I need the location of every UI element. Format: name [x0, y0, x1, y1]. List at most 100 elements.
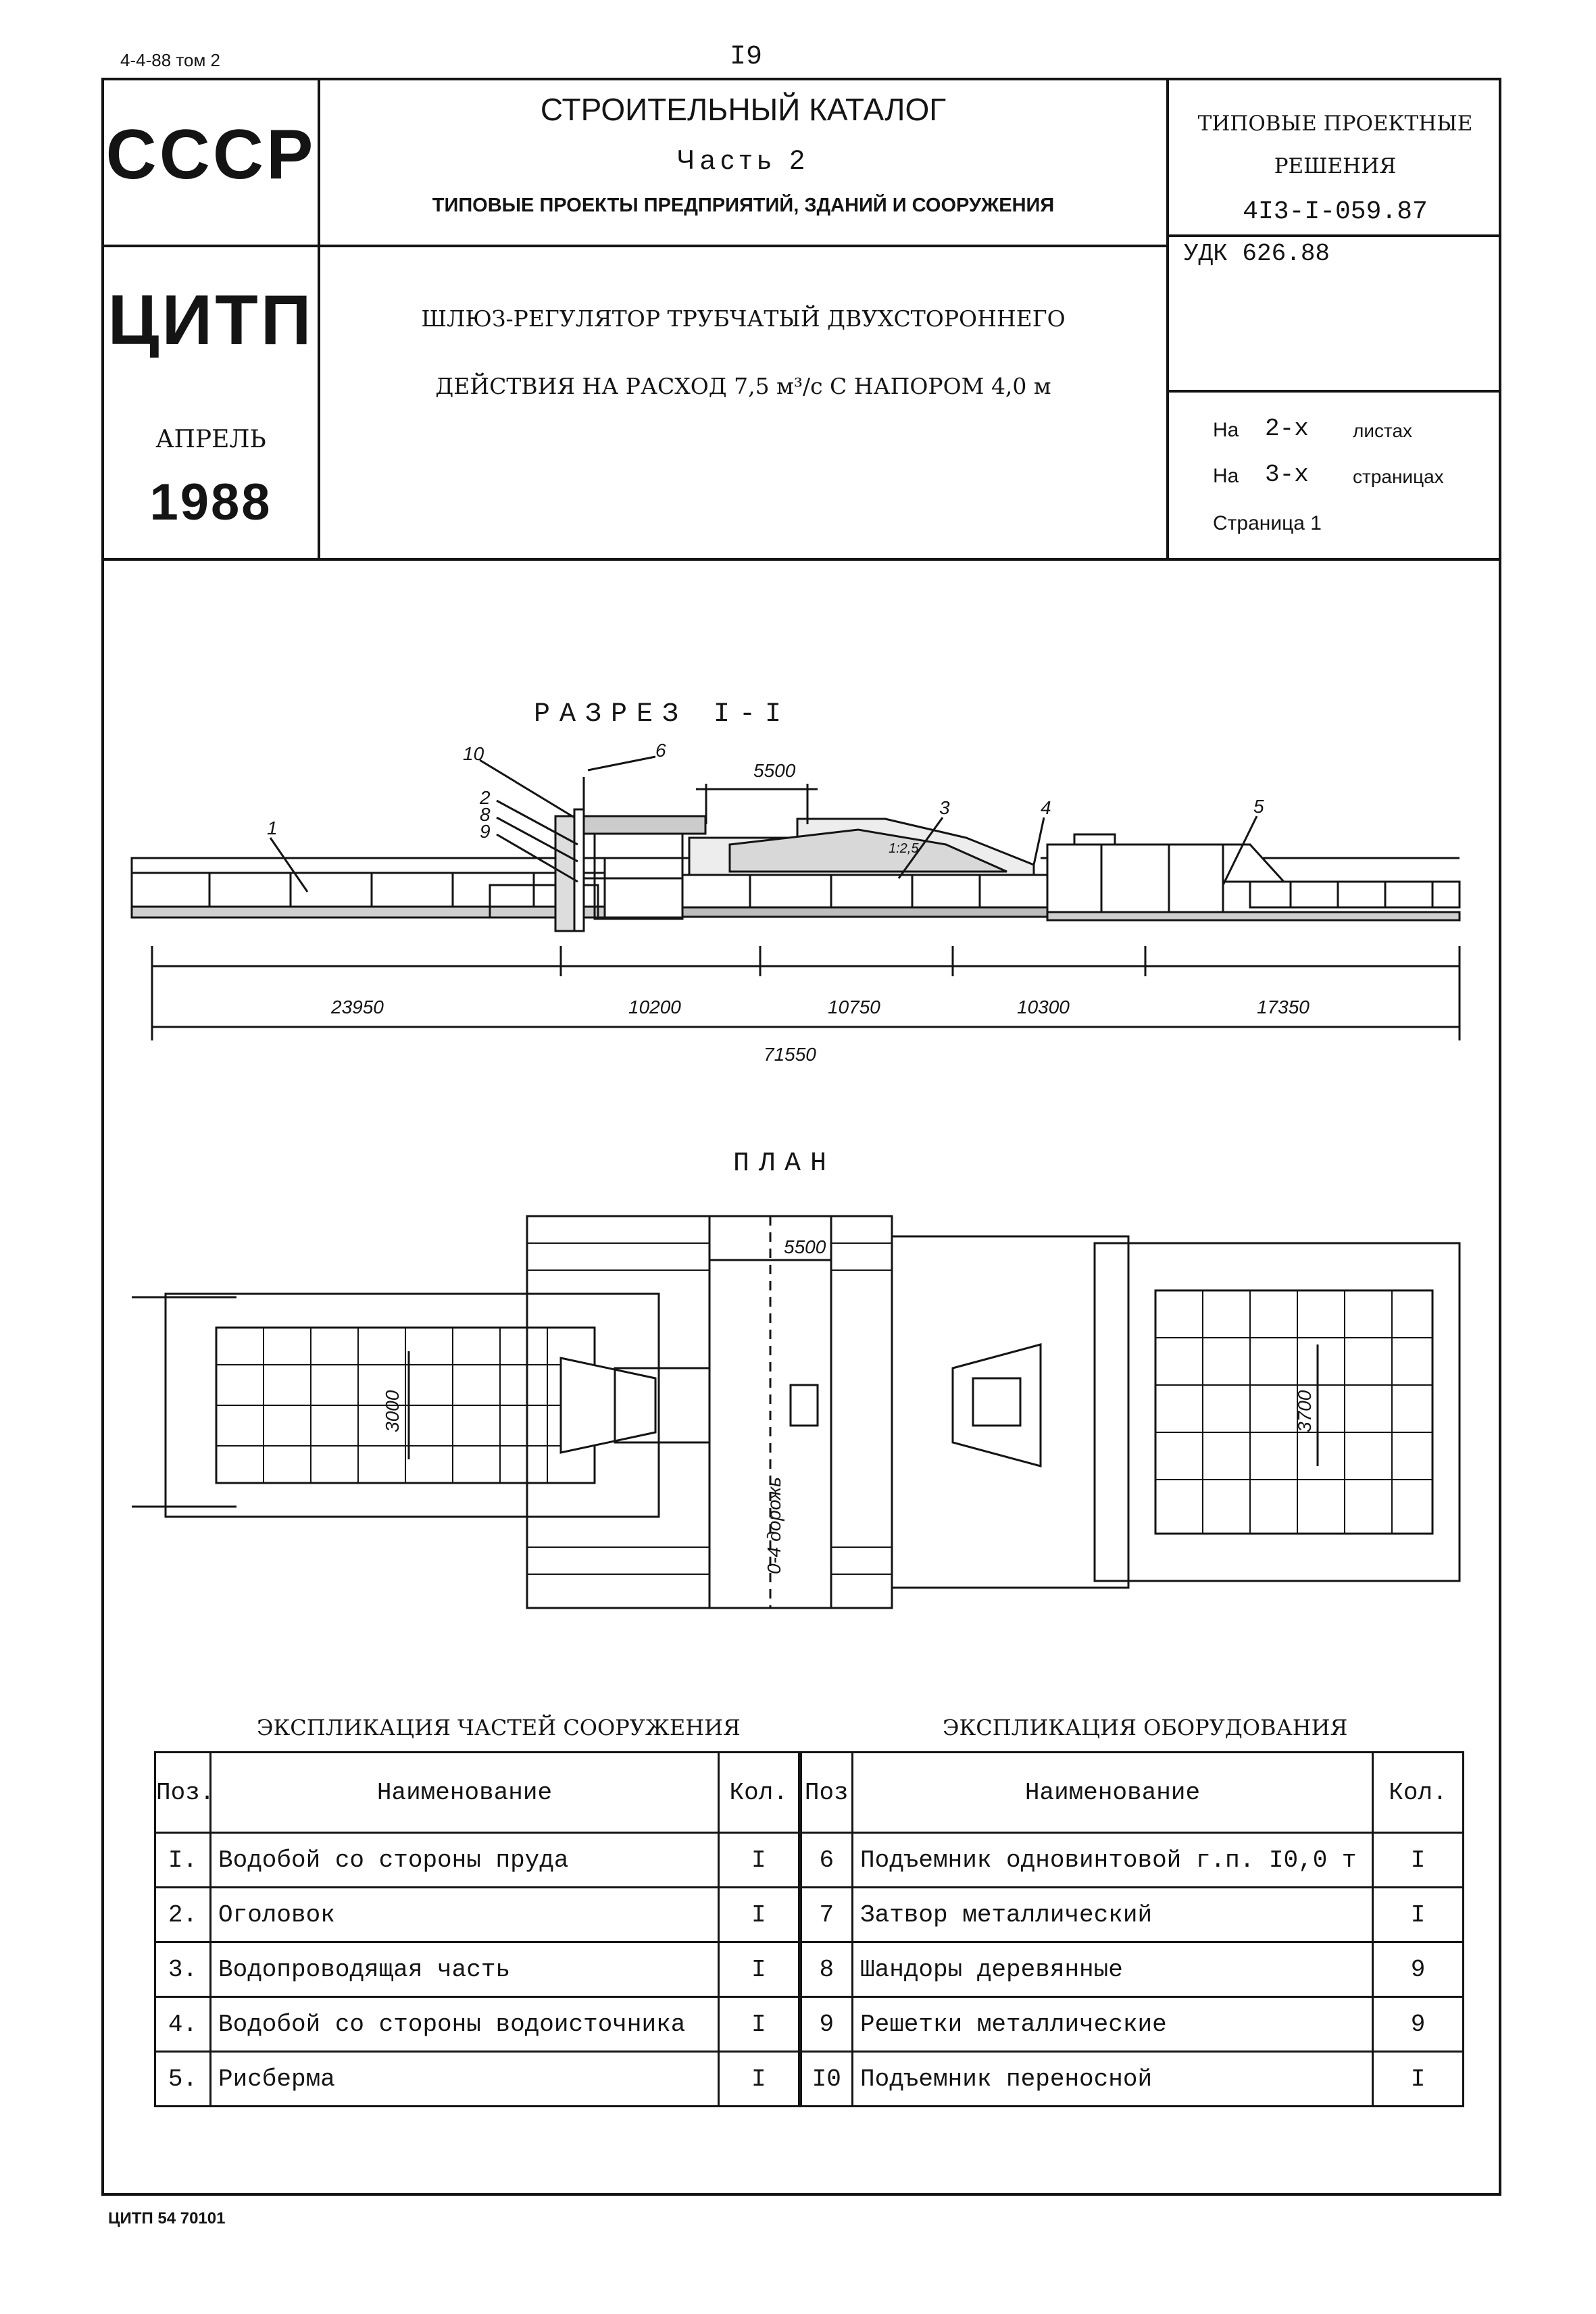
header-pos2: Поз — [797, 1751, 853, 1834]
pages-prefix: На — [1213, 465, 1239, 487]
slope-label: 1:2,5 — [889, 841, 919, 856]
callout-10: 10 — [463, 743, 484, 764]
outlet-gate — [972, 1377, 1022, 1427]
row-name2: Подъемник одновинтовой г.п. I0,0 т — [851, 1832, 1374, 1888]
row-pos2: 8 — [797, 1941, 853, 1998]
section-title: РАЗРЕЗ I-I — [534, 699, 791, 730]
row-pos2: 9 — [797, 1996, 853, 2053]
row-qty2: I — [1372, 1886, 1464, 1943]
plan-top-dim: 5500 — [784, 1236, 826, 1257]
row-pos: 2. — [154, 1886, 211, 1943]
row-qty2: 9 — [1372, 1941, 1464, 1998]
row-name: Водобой со стороны пруда — [209, 1832, 720, 1888]
country-label: СССР — [105, 116, 316, 194]
callout-4: 4 — [1041, 797, 1051, 818]
callout-2: 2 — [479, 787, 491, 808]
org-label: ЦИТП — [107, 281, 314, 359]
dim-total: 71550 — [764, 1044, 816, 1065]
table-row: 4. Водобой со стороны водоисточника I 9 … — [154, 1996, 1464, 2053]
catalog-title: СТРОИТЕЛЬНЫЙ КАТАЛОГ — [540, 92, 947, 127]
udk-code: УДК 626.88 — [1184, 240, 1330, 268]
table-row: 5. Рисберма I I0 Подъемник переносной I — [154, 2051, 1464, 2107]
year-label: 1988 — [149, 474, 272, 531]
table-row: I. Водобой со стороны пруда I 6 Подъемни… — [154, 1832, 1464, 1888]
row-pos: 5. — [154, 2051, 211, 2107]
row-name2: Шандоры деревянные — [851, 1941, 1374, 1998]
row-qty: I — [718, 1886, 801, 1943]
catalog-subtitle: ТИПОВЫЕ ПРОЕКТЫ ПРЕДПРИЯТИЙ, ЗДАНИЙ И СО… — [432, 195, 1055, 216]
header-divider — [1169, 390, 1501, 393]
sheets-word: листах — [1353, 420, 1413, 441]
month-label: АПРЕЛЬ — [155, 426, 266, 453]
typical-solutions-line1: ТИПОВЫЕ ПРОЕКТНЫЕ — [1197, 111, 1473, 136]
callout-6: 6 — [655, 743, 666, 761]
stilling-basin-right — [1046, 843, 1224, 913]
header-divider — [1166, 78, 1169, 561]
dim-10200: 10200 — [628, 997, 681, 1017]
page-number: I9 — [730, 42, 763, 72]
row-qty2: I — [1372, 2051, 1464, 2107]
callout-9: 9 — [480, 821, 491, 842]
header-pos: Поз. — [154, 1751, 211, 1834]
project-code: 4I3-I-059.87 — [1243, 197, 1428, 226]
dim-10750: 10750 — [828, 997, 880, 1017]
conduit-pipe — [681, 874, 1049, 909]
dim-10300: 10300 — [1017, 997, 1070, 1017]
plan-left-width: 3000 — [382, 1390, 403, 1432]
dim-17350: 17350 — [1257, 997, 1310, 1017]
row-name: Оголовок — [209, 1886, 720, 1943]
table-row: 3. Водопроводящая часть I 8 Шандоры дере… — [154, 1941, 1464, 1998]
row-name: Рисберма — [209, 2051, 720, 2107]
apron-foundation-left — [130, 905, 606, 919]
row-pos2: I0 — [797, 2051, 853, 2107]
header-divider — [101, 245, 1169, 247]
row-name: Водобой со стороны водоисточника — [209, 1996, 720, 2053]
sheets-prefix: На — [1213, 419, 1239, 441]
equipment-table-title: ЭКСПЛИКАЦИЯ ОБОРУДОВАНИЯ — [943, 1715, 1348, 1740]
header-divider — [318, 78, 320, 561]
riprap — [1249, 880, 1461, 909]
footer-stamp: ЦИТП 54 70101 — [108, 2209, 226, 2228]
pages-word: страницах — [1353, 466, 1444, 487]
section-drawing: 5500 1:2,5 10 2 8 9 1 6 3 4 5 23950 1020… — [130, 743, 1461, 1065]
callout-8: 8 — [480, 804, 491, 825]
plan-road-label: 0-4 дорожь — [764, 1477, 784, 1574]
row-pos2: 7 — [797, 1886, 853, 1943]
row-qty: I — [718, 1832, 801, 1888]
basin-left-outline — [164, 1292, 660, 1518]
dim-23950: 23950 — [330, 997, 384, 1017]
row-pos: I. — [154, 1832, 211, 1888]
page-frame — [101, 78, 1501, 2196]
plan-drawing: 5500 3000 3700 0-4 дорожь — [132, 1215, 1461, 1609]
row-qty2: I — [1372, 1832, 1464, 1888]
callout-5: 5 — [1253, 796, 1264, 817]
volume-note: 4-4-88 том 2 — [120, 50, 221, 70]
object-title-line1: ШЛЮЗ-РЕГУЛЯТОР ТРУБЧАТЫЙ ДВУХСТОРОННЕГО — [421, 305, 1066, 332]
catalog-part: Часть 2 — [676, 145, 810, 175]
service-bridge — [582, 815, 707, 835]
header-divider — [1169, 234, 1501, 237]
header-name: Наименование — [209, 1751, 720, 1834]
callout-1: 1 — [267, 818, 278, 838]
explication-table: Поз. Наименование Кол. Поз Наименование … — [154, 1751, 1464, 2107]
apron-slab-left — [130, 857, 606, 874]
header-name2: Наименование — [851, 1751, 1374, 1834]
callout-3: 3 — [939, 797, 950, 818]
parts-table-title: ЭКСПЛИКАЦИЯ ЧАСТЕЙ СООРУЖЕНИЯ — [257, 1715, 741, 1740]
head-block — [489, 884, 599, 919]
sheets-count: 2-х — [1265, 415, 1309, 443]
row-qty2: 9 — [1372, 1996, 1464, 2053]
plan-right-width: 3700 — [1294, 1390, 1315, 1432]
current-page: Страница 1 — [1213, 512, 1322, 534]
section-top-dim: 5500 — [753, 760, 796, 781]
row-pos: 4. — [154, 1996, 211, 2053]
row-name: Водопроводящая часть — [209, 1941, 720, 1998]
intake-head — [614, 1367, 711, 1444]
typical-solutions-line2: РЕШЕНИЯ — [1274, 154, 1397, 178]
row-name2: Подъемник переносной — [851, 2051, 1374, 2107]
object-title-line2: ДЕЙСТВИЯ НА РАСХОД 7,5 м³/с С НАПОРОМ 4,… — [435, 373, 1051, 399]
header-qty: Кол. — [718, 1751, 801, 1834]
row-pos: 3. — [154, 1941, 211, 1998]
basin-right-outline — [1093, 1242, 1461, 1582]
pages-count: 3-х — [1265, 461, 1309, 488]
